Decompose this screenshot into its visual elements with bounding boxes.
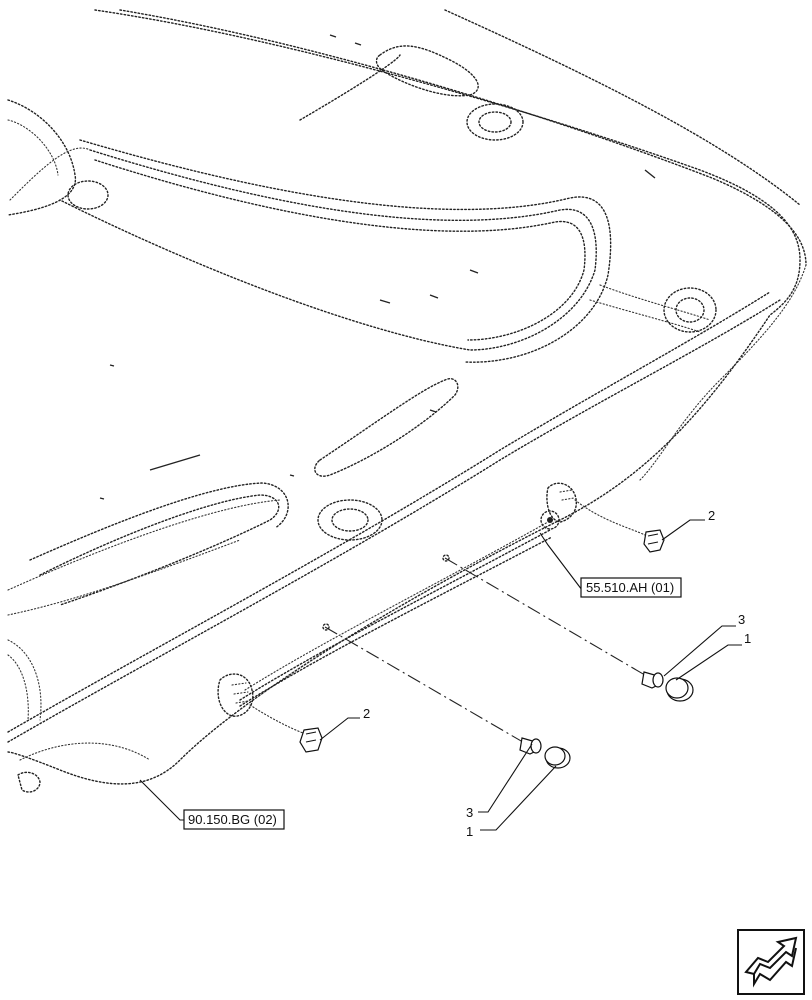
reference-label-lower[interactable]: 90.150.BG (02) [188,812,277,827]
reference-label-upper[interactable]: 55.510.AH (01) [586,580,674,595]
next-page-arrow-icon[interactable] [737,929,805,995]
roof-outline [7,9,807,785]
axis-upper [444,557,651,679]
reference-box-upper[interactable]: 55.510.AH (01) [580,577,682,598]
callout-leaders [139,519,742,831]
axis-lower [324,626,529,746]
callout-clip-upper: 2 [708,508,715,523]
clip-lower [249,704,323,753]
callout-cap-lower: 1 [466,824,473,839]
cap-upper [665,677,694,702]
callout-cap-upper: 1 [744,631,751,646]
callout-clip-lower: 2 [363,706,370,721]
callout-screw-lower: 3 [466,805,473,820]
screw-lower [519,737,542,755]
cap-lower [544,746,571,769]
clip-upper [574,499,665,553]
wire-harness [17,482,577,793]
reference-box-lower[interactable]: 90.150.BG (02) [183,809,285,830]
callout-screw-upper: 3 [738,612,745,627]
screw-upper [641,671,664,689]
